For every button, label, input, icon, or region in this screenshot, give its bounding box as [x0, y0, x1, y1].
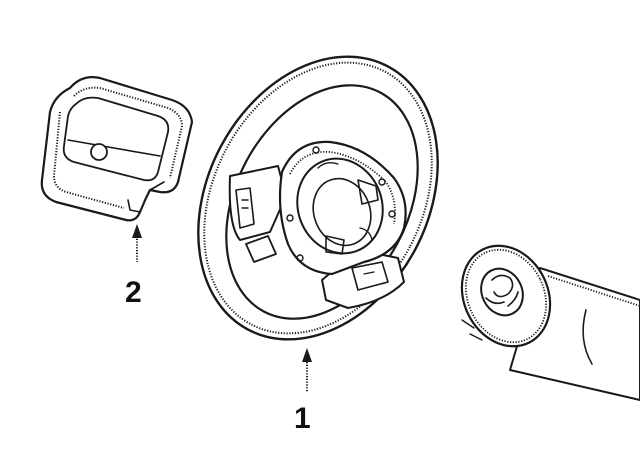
- callout-1-arrowhead: [302, 348, 312, 362]
- callout-1-label: 1: [294, 402, 311, 435]
- callout-1: 1: [294, 348, 312, 435]
- steering-column: [460, 244, 640, 401]
- horn-pad-cover: [40, 76, 194, 222]
- steering-wheel: [197, 55, 439, 341]
- callout-2-label: 2: [125, 276, 142, 309]
- callout-2: 2: [125, 224, 142, 309]
- callout-2-arrowhead: [132, 224, 142, 238]
